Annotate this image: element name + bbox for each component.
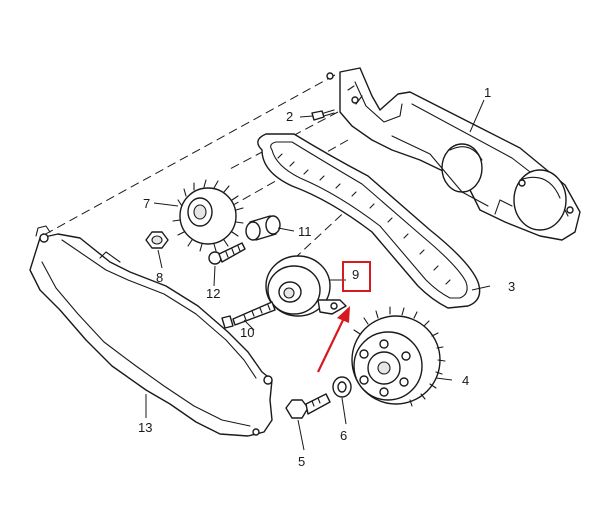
callout-9: 9 bbox=[352, 267, 359, 282]
callout-1: 1 bbox=[484, 85, 491, 100]
callout-6: 6 bbox=[340, 428, 347, 443]
part-7-sprocket bbox=[172, 179, 244, 252]
callout-3: 3 bbox=[508, 279, 515, 294]
part-8-nut bbox=[145, 231, 169, 249]
part-10-bolt bbox=[221, 301, 276, 329]
part-4-crank-sprocket bbox=[351, 306, 446, 407]
callout-8: 8 bbox=[156, 270, 163, 285]
part-13-front-cover bbox=[29, 225, 273, 437]
callout-4: 4 bbox=[462, 373, 469, 388]
callout-2: 2 bbox=[286, 109, 293, 124]
part-9-tensioner bbox=[265, 255, 347, 317]
part-3-timing-belt bbox=[257, 133, 481, 309]
highlight-box bbox=[342, 261, 371, 292]
callout-13: 13 bbox=[138, 420, 152, 435]
part-2-screw bbox=[311, 109, 335, 121]
part-1-rear-cover bbox=[326, 67, 581, 241]
callout-11: 11 bbox=[298, 224, 312, 239]
leader-lines bbox=[145, 99, 491, 451]
callout-12: 12 bbox=[206, 286, 220, 301]
callout-5: 5 bbox=[298, 454, 305, 469]
callout-7: 7 bbox=[143, 196, 150, 211]
part-5-crank-bolt bbox=[285, 393, 331, 419]
part-6-washer bbox=[332, 376, 352, 398]
part-11-sleeve bbox=[245, 215, 281, 241]
highlight-arrow bbox=[317, 306, 350, 373]
callout-labels: 1 2 3 4 5 6 7 8 9 10 11 12 13 bbox=[138, 85, 515, 469]
callout-10: 10 bbox=[240, 325, 254, 340]
part-12-bolt bbox=[208, 242, 246, 265]
